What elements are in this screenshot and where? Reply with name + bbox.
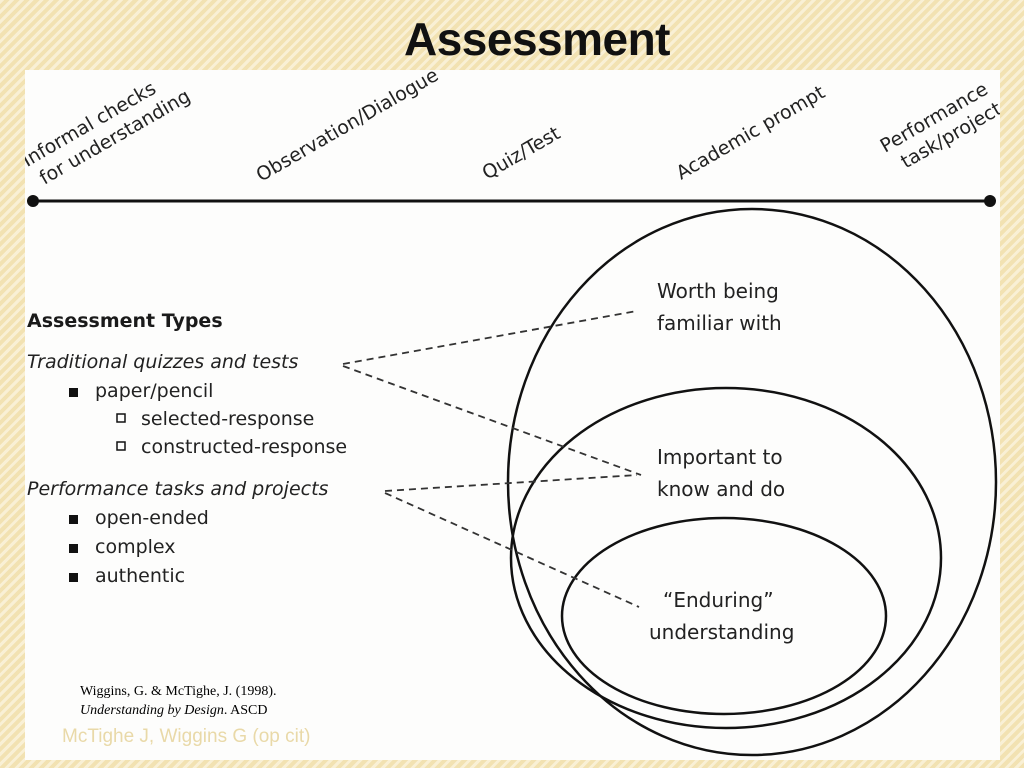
traditional-item-paper-pencil: paper/pencil (95, 380, 213, 402)
continuum-end-dot (984, 195, 996, 207)
bullet-square-icon (69, 388, 78, 397)
traditional-subitem-constructed: constructed-response (141, 436, 347, 458)
bullet-square-icon (69, 573, 78, 582)
continuum-start-dot (27, 195, 39, 207)
bullet-square-icon (69, 515, 78, 524)
connector-performance-important (384, 474, 638, 492)
inner-circle-label-line1: “Enduring” (663, 588, 774, 612)
outer-circle-label-line1: Worth being (657, 279, 779, 303)
connector-performance-enduring (384, 492, 640, 608)
citation-publisher: . ASCD (223, 703, 268, 718)
outer-circle (506, 207, 998, 757)
continuum-label-quiz: Quiz/Test (479, 122, 565, 184)
inner-circle-label-line2: understanding (649, 620, 794, 644)
bullet-square-icon (69, 544, 78, 553)
continuum-label-academic: Academic prompt (673, 81, 829, 184)
bullet-hollow-square-icon (116, 441, 126, 451)
slide-title: Assessment (403, 13, 671, 65)
outer-circle-label-line2: familiar with (657, 311, 782, 335)
assessment-types-heading: Assessment Types (27, 310, 223, 332)
traditional-category-label: Traditional quizzes and tests (27, 351, 299, 373)
middle-circle-label-line1: Important to (657, 445, 783, 469)
performance-item-open-ended: open-ended (95, 507, 209, 529)
citation-book-title: Understanding by Design (80, 703, 224, 718)
connector-traditional-worth (342, 310, 638, 365)
continuum-label-informal: Informal checks for understanding (25, 77, 194, 189)
citation-authors: Wiggins, G. & McTighe, J. (1998). (80, 684, 277, 699)
footer-note: McTighe J, Wiggins G (op cit) (62, 726, 311, 747)
continuum-label-observation: Observation/Dialogue (253, 70, 443, 186)
connector-traditional-important (342, 365, 642, 476)
performance-item-authentic: authentic (95, 565, 185, 587)
inner-circle (560, 516, 888, 716)
connector-lines (342, 310, 642, 608)
traditional-subitem-selected: selected-response (141, 408, 314, 430)
performance-item-complex: complex (95, 536, 176, 558)
performance-category-label: Performance tasks and projects (27, 478, 329, 500)
citation-book-line: Understanding by Design. ASCD (80, 701, 276, 720)
diagram-panel: Informal checks for understanding Observ… (25, 70, 1000, 760)
middle-circle-label-line2: know and do (657, 477, 785, 501)
bullet-hollow-square-icon (116, 413, 126, 423)
assessment-diagram: Informal checks for understanding Observ… (25, 70, 1001, 757)
citation: Wiggins, G. & McTighe, J. (1998). Unders… (80, 682, 276, 720)
middle-circle (509, 386, 943, 730)
continuum-label-performance: Performance task/project (877, 78, 1001, 173)
